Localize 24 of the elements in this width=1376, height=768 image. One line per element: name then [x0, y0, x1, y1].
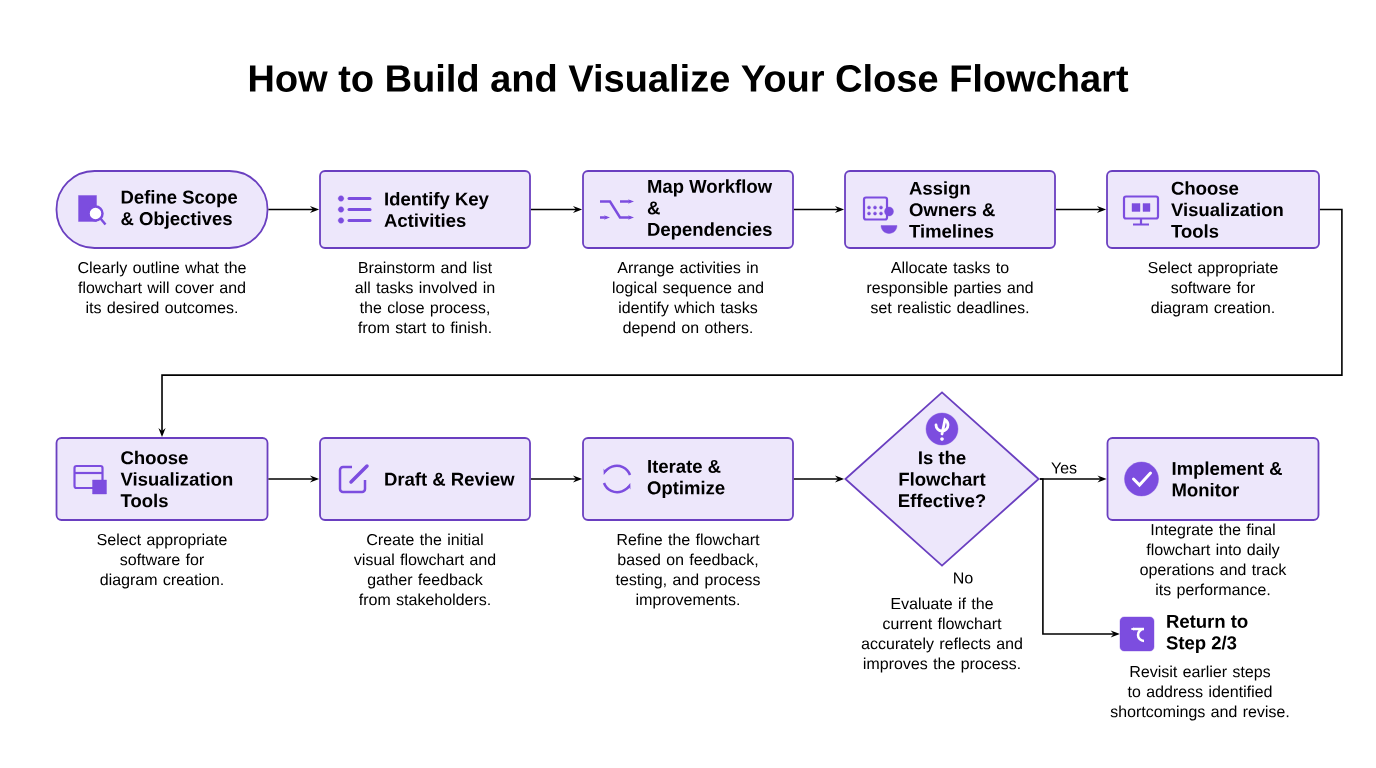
edge-label: Yes: [1048, 460, 1080, 476]
process-box: Identify Key Activities: [319, 170, 531, 249]
description-text: Refine the flowchart based on feedback, testing, and process improvements.: [615, 533, 760, 609]
process-box: Iterate & Optimize: [582, 437, 794, 521]
description-text: Create the initial visual flowchart and gather feedback from stakeholders.: [353, 533, 496, 606]
process-box: Map Workflow & Dependencies: [582, 170, 794, 249]
description-text: Revisit earlier steps to address identified shortcomings and revise.: [1110, 665, 1289, 721]
process-box: Assign Owners & Timelines: [844, 170, 1056, 249]
terminal-box: Define Scope & Objectives: [55, 170, 269, 249]
description-text: Allocate tasks to responsible parties and set realistic deadlines.: [867, 261, 1033, 314]
description-text: Evaluate if the current flowchart accurately reflects and improves the process.: [861, 597, 1022, 673]
description-text: Select appropriate software for diagram creation.: [97, 533, 227, 589]
description-text: Clearly outline what the flowchart will cover and its desired outcomes.: [78, 261, 246, 314]
step-label: Return to Step 2/3: [1166, 614, 1248, 654]
description-text: Select appropriate software for diagram creation.: [1148, 261, 1278, 317]
description-text: Integrate the final flowchart into daily operations and track its performance.: [1140, 523, 1287, 599]
description-text: Brainstorm and list all tasks involved in the close process, from start to finish.: [355, 261, 495, 334]
process-box: Draft & Review: [319, 437, 531, 521]
description-text: Arrange activities in logical sequence and identify which tasks depend on others.: [613, 261, 763, 337]
process-box: Choose Visualization Tools: [1106, 170, 1320, 249]
title: How to Build and Visualize Your Close Flowchart: [250, 64, 1129, 92]
process-box: Implement & Monitor: [1106, 437, 1320, 521]
edge-label: No: [950, 570, 976, 586]
process-box: Choose Visualization Tools: [55, 437, 269, 521]
